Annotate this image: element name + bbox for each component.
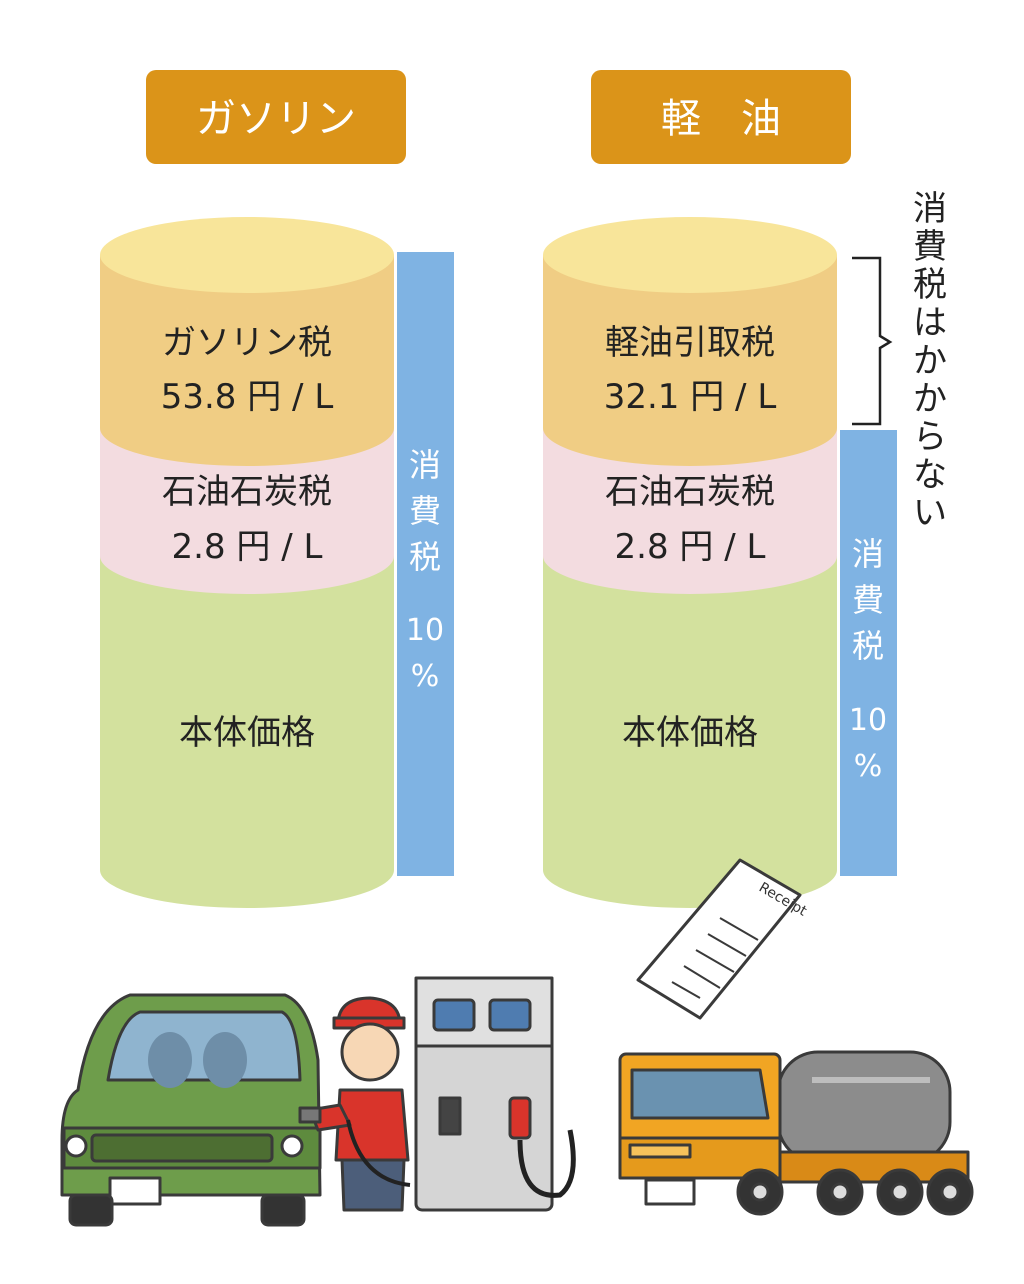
gas-attendant-icon: [298, 996, 411, 1212]
gasoline-base-label: 本体価格: [179, 713, 315, 753]
gasoline-tax-char: 消: [409, 446, 441, 484]
gasoline-middle-layer: [100, 428, 394, 594]
diesel-consumption-tax-bar: 消 費 税 10 %: [840, 430, 897, 876]
diesel-title: 軽 油: [661, 96, 781, 142]
diesel-tax-char: 税: [852, 627, 884, 665]
diesel-base-layer: [543, 556, 837, 908]
diesel-base-label: 本体価格: [622, 713, 758, 753]
gasoline-tax1-amount: 53.8 円 / L: [161, 377, 334, 417]
svg-text:ら: ら: [913, 417, 947, 457]
svg-text:消: 消: [913, 189, 947, 229]
gasoline-base-layer: [100, 556, 394, 908]
svg-text:費: 費: [913, 227, 947, 267]
tanker-truck-icon: [618, 1050, 974, 1216]
diesel-tax-rate: 10: [849, 703, 887, 738]
gasoline-tax-char: 費: [409, 492, 441, 530]
diesel-middle-layer: [543, 428, 837, 594]
gasoline-title: ガソリン: [196, 96, 356, 142]
svg-text:か: か: [913, 379, 947, 419]
svg-text:い: い: [913, 493, 947, 533]
diesel-tax-char: 費: [852, 581, 884, 619]
receipt-icon: Receipt: [636, 858, 810, 1020]
gasoline-tax-rate: 10: [406, 613, 444, 648]
fuel-pump-icon: [414, 976, 576, 1212]
diesel-tax2-name: 石油石炭税: [605, 472, 775, 512]
diesel-tax2-amount: 2.8 円 / L: [615, 527, 766, 567]
gasoline-tax1-name: ガソリン税: [162, 323, 332, 363]
gasoline-consumption-tax-bar: 消 費 税 10 %: [397, 252, 454, 876]
gasoline-tax2-name: 石油石炭税: [162, 472, 332, 512]
gasoline-cylinder-top: [100, 217, 394, 293]
diesel-top-layer: [543, 255, 837, 466]
svg-text:税: 税: [913, 265, 947, 305]
svg-text:は: は: [913, 303, 947, 343]
no-consumption-tax-note: 消 費 税 は か か ら な い: [913, 189, 947, 533]
diesel-cylinder-top: [543, 217, 837, 293]
svg-text:な: な: [913, 455, 947, 495]
diesel-tax-char: 消: [852, 535, 884, 573]
diesel-title-label: 軽 油: [591, 70, 851, 164]
diesel-cylinder: 軽油引取税 32.1 円 / L 石油石炭税 2.8 円 / L 本体価格: [543, 217, 837, 908]
gasoline-tax-percent: %: [411, 659, 440, 694]
gasoline-top-layer: [100, 255, 394, 466]
diesel-tax1-amount: 32.1 円 / L: [604, 377, 777, 417]
no-consumption-tax-bracket: [852, 256, 893, 426]
gasoline-cylinder: ガソリン税 53.8 円 / L 石油石炭税 2.8 円 / L 本体価格: [100, 217, 394, 908]
green-car-icon: [60, 993, 322, 1227]
gasoline-tax2-amount: 2.8 円 / L: [172, 527, 323, 567]
diesel-tax1-name: 軽油引取税: [605, 323, 775, 363]
gasoline-title-label: ガソリン: [146, 70, 406, 164]
gasoline-tax-char: 税: [409, 538, 441, 576]
svg-text:か: か: [913, 341, 947, 381]
diesel-tax-percent: %: [854, 749, 883, 784]
